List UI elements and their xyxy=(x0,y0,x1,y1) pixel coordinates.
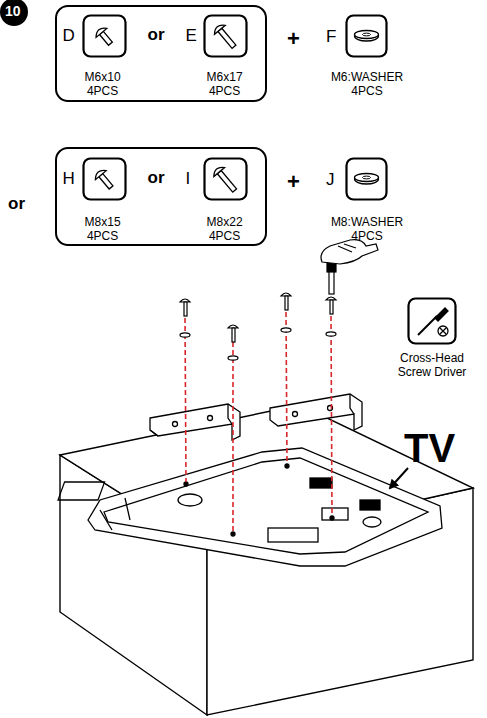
washer-icon xyxy=(345,14,388,58)
screwdriver-icon xyxy=(407,297,457,345)
part-letter: J xyxy=(326,171,335,188)
part-size-caption: M8x22 4PCS xyxy=(196,215,254,243)
hardware-item: JM8:WASHER 4PCS xyxy=(320,157,398,247)
hardware-item: FM6:WASHER 4PCS xyxy=(320,14,398,104)
part-size-caption: M6x10 4PCS xyxy=(74,70,132,98)
part-size-caption: M6x17 4PCS xyxy=(196,70,254,98)
support-box xyxy=(60,405,473,715)
washer-icon xyxy=(345,157,388,201)
or-word: or xyxy=(8,195,25,212)
tv-pointer xyxy=(390,468,408,488)
screw-icon xyxy=(82,157,127,201)
part-letter: H xyxy=(63,170,75,187)
part-letter: E xyxy=(186,27,197,44)
step-badge xyxy=(0,0,28,26)
part-size-caption: M8x15 4PCS xyxy=(74,215,132,243)
part-letter: I xyxy=(186,170,191,187)
step-number: 10 xyxy=(5,4,21,18)
part-letter: F xyxy=(326,28,336,45)
hardware-item: Cross-Head Screw Driver xyxy=(390,297,476,385)
tv-back xyxy=(58,448,442,566)
wall-bracket xyxy=(150,394,362,440)
part-letter: D xyxy=(63,27,75,44)
screw-icon xyxy=(203,14,248,58)
part-size-caption: M8:WASHER 4PCS xyxy=(329,215,405,243)
tv-label: TV xyxy=(404,428,455,468)
plus-sign: + xyxy=(287,28,300,50)
part-size-caption: M6:WASHER 4PCS xyxy=(329,70,405,98)
or-word: or xyxy=(148,169,165,186)
screw-icon xyxy=(82,14,127,58)
hardware-group-box: D M6x10 4PCS or E M6x17 4PCS xyxy=(55,5,267,102)
or-word: or xyxy=(148,26,165,43)
guide-line xyxy=(185,312,332,532)
screw-with-washer xyxy=(180,293,336,360)
plus-sign: + xyxy=(287,171,300,193)
screwdriver-with-hand xyxy=(321,240,378,294)
screw-icon xyxy=(203,157,248,201)
hardware-group-box: H M8x15 4PCS or I M8x22 4PCS xyxy=(55,147,267,246)
part-size-caption: Cross-Head Screw Driver xyxy=(390,351,474,379)
